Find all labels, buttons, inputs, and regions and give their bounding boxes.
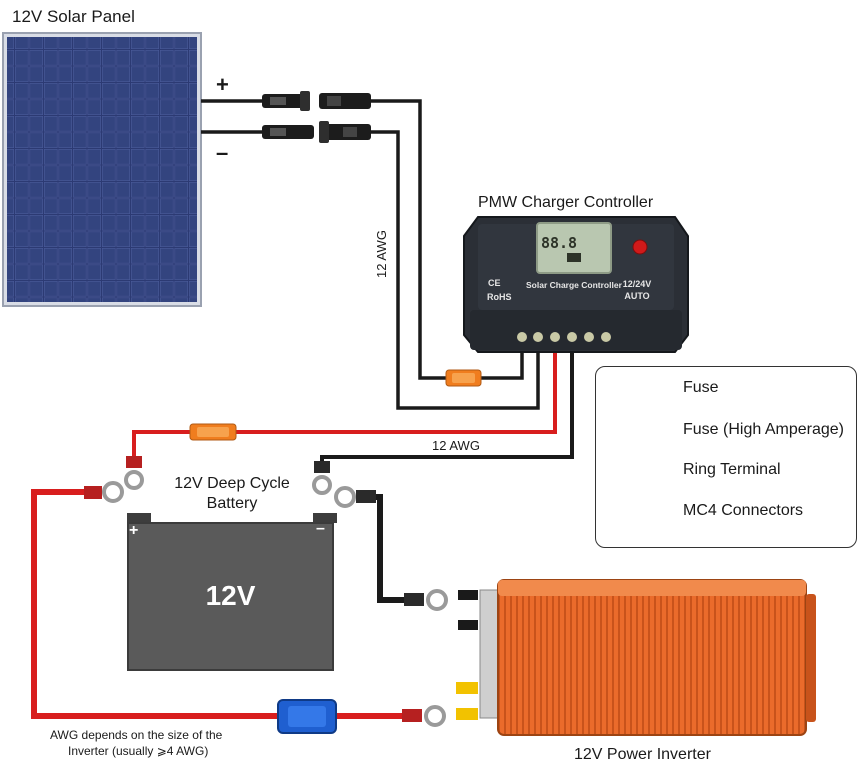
fuse-high-amperage xyxy=(277,699,337,734)
controller-title: PMW Charger Controller xyxy=(478,194,654,211)
charge-controller: 88.8 CE RoHS Solar Charge Controller 12/… xyxy=(463,216,689,353)
wiring xyxy=(31,99,574,719)
controller-rohs-mark: RoHS xyxy=(487,292,512,302)
panel-minus-label: – xyxy=(216,140,229,165)
panel-positive-run xyxy=(371,99,447,380)
mc4-connector-negative xyxy=(262,121,371,143)
ring-terminal-inverter-positive xyxy=(402,705,446,727)
legend-label-ring-terminal: Ring Terminal xyxy=(683,461,781,478)
panel-negative-run xyxy=(371,130,540,410)
battery-title-line2: Battery xyxy=(206,495,258,512)
controller-led xyxy=(632,239,648,255)
wire-gauge-vertical-label: 12 AWG xyxy=(374,230,389,278)
ring-terminal-battery-positive xyxy=(124,456,144,490)
wire-gauge-horizontal-label: 12 AWG xyxy=(432,438,480,453)
battery xyxy=(127,513,337,671)
awg-note-line2: Inverter (usually ⩾4 AWG) xyxy=(68,744,209,758)
inverter-negative-wire xyxy=(376,494,405,603)
fuse-panel xyxy=(445,369,482,387)
battery-voltage: 12V xyxy=(205,580,256,611)
awg-note-line1: AWG depends on the size of the xyxy=(50,728,223,742)
battery-positive-sign: + xyxy=(129,522,139,539)
controller-lcd xyxy=(536,222,612,274)
battery-negative-sign: – xyxy=(316,520,325,537)
controller-voltage-line2: AUTO xyxy=(624,291,649,301)
controller-voltage-line1: 12/24V xyxy=(623,279,652,289)
ring-terminal-battery-negative xyxy=(312,461,332,495)
ring-terminal-inverter-negative xyxy=(404,589,448,611)
solar-panel-title: 12V Solar Panel xyxy=(12,7,135,26)
inverter-title: 12V Power Inverter xyxy=(574,746,711,763)
battery-title-line1: 12V Deep Cycle xyxy=(174,475,290,492)
controller-ce-mark: CE xyxy=(488,278,501,288)
mc4-connector-positive xyxy=(262,91,371,111)
legend-label-mc4-connectors: MC4 Connectors xyxy=(683,502,804,519)
battery-positive-controller-wire-2 xyxy=(132,430,190,462)
controller-product-name: Solar Charge Controller xyxy=(526,280,623,290)
legend-label-fuse: Fuse xyxy=(683,379,719,396)
solar-panel xyxy=(2,32,202,307)
panel-plus-label: + xyxy=(216,72,229,97)
legend-label-fuse-high-amperage: Fuse (High Amperage) xyxy=(683,421,844,438)
inverter-positive-wire xyxy=(31,489,278,719)
panel-positive-run-2 xyxy=(480,342,524,380)
legend xyxy=(595,366,857,548)
power-inverter xyxy=(456,579,816,736)
controller-terminals xyxy=(517,332,611,342)
battery-positive-controller-wire xyxy=(236,342,557,434)
ring-terminal-inverter-cable-negative xyxy=(334,486,376,508)
fuse-battery xyxy=(189,423,237,441)
ring-terminal-inverter-cable-positive xyxy=(84,481,124,503)
controller-lcd-text: 88.8 xyxy=(541,234,577,252)
